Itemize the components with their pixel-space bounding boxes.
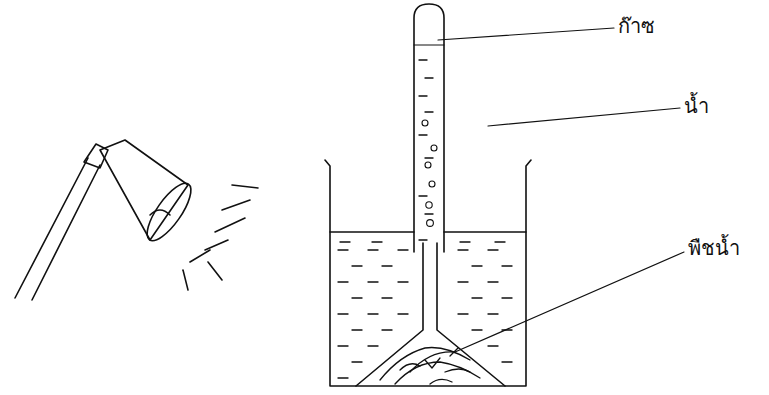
- lamp-bulb: [150, 210, 170, 215]
- part-label: พืชน้ำ: [686, 236, 742, 260]
- light-rays: [183, 185, 258, 290]
- beaker: [325, 160, 531, 386]
- water-dashes: [338, 60, 512, 378]
- water-surface: [330, 231, 526, 233]
- lamp-opening: [140, 177, 199, 246]
- test-tube: [414, 4, 444, 252]
- lamp-stand: [15, 158, 100, 300]
- funnel: [356, 243, 505, 386]
- gas-level: [414, 45, 444, 46]
- leader-line: [438, 28, 684, 352]
- part-label: น้ำ: [682, 94, 711, 118]
- gas-bubbles: [422, 120, 437, 226]
- aquatic-plant: [380, 348, 480, 385]
- part-label: ก๊าซ: [616, 14, 657, 38]
